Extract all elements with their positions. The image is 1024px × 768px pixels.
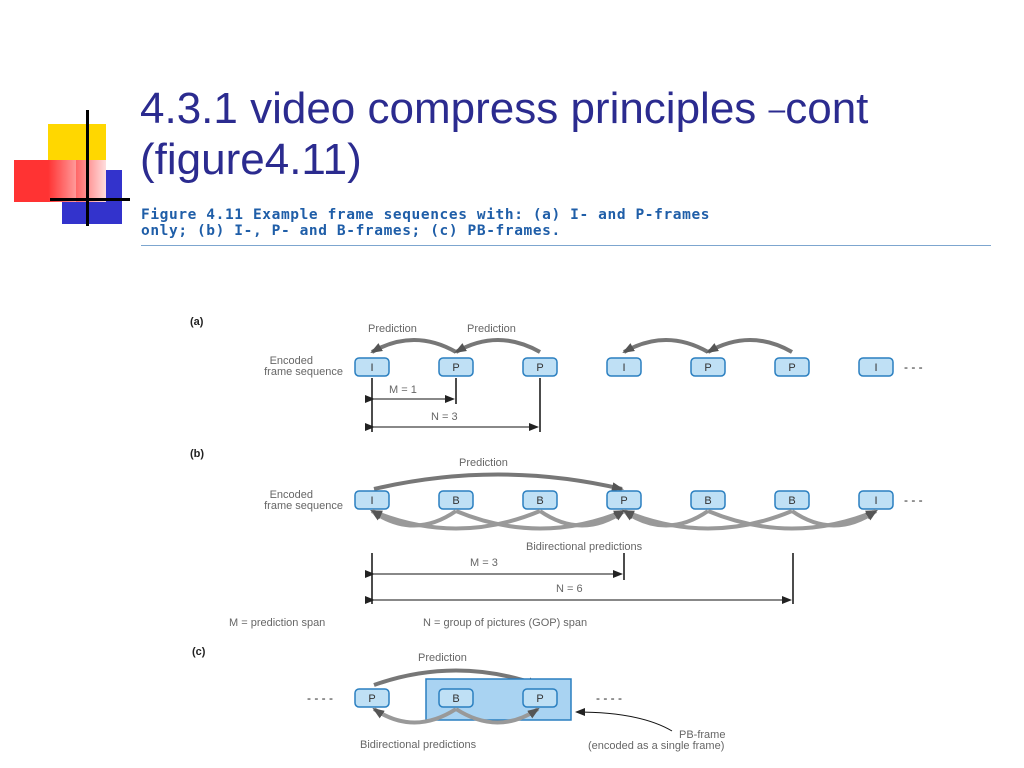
panel-a-frame: P — [438, 357, 474, 377]
panel-b-continuation: - - - — [904, 493, 923, 507]
panel-a-frame: P — [774, 357, 810, 377]
panel-b-frame-label: B — [452, 495, 459, 507]
panel-a-frame: P — [522, 357, 558, 377]
panel-a-frame-label: P — [704, 362, 711, 374]
panel-b-frame: P — [606, 490, 642, 510]
panel-b-bidir-arc — [622, 509, 793, 531]
panel-a-frame: I — [354, 357, 390, 377]
panel-b-prediction-arc — [373, 472, 624, 492]
panel-a-m-label: M = 1 — [389, 384, 417, 396]
panel-b-row-label-2: frame sequence — [264, 500, 343, 512]
panel-a-n-label: N = 3 — [431, 411, 458, 423]
panel-b-frame: I — [354, 490, 390, 510]
panel-b-bidir-arc — [538, 509, 626, 528]
panel-b-frame-label: B — [788, 495, 795, 507]
panel-b-frame: B — [438, 490, 474, 510]
panel-c-frame: P — [522, 688, 558, 708]
panel-a-frame: I — [858, 357, 894, 377]
panel-b-bidir-arc — [790, 509, 878, 528]
panel-c-bidir-arc — [372, 707, 458, 725]
legend-m: M = prediction span — [229, 617, 325, 629]
panel-a-continuation: - - - — [904, 360, 923, 374]
panel-b-bidir-arc — [455, 509, 626, 531]
caption-line-1: Figure 4.11 Example frame sequences with… — [141, 207, 711, 223]
panel-a-frame-label: I — [874, 362, 877, 374]
slide-title: 4.3.1 video compress principles –cont (fi… — [140, 84, 1000, 185]
panel-a-prediction-arc-2 — [454, 338, 541, 354]
panel-b-bidirectional-label: Bidirectional predictions — [526, 541, 643, 553]
panel-c-frame-label: B — [452, 693, 459, 705]
panel-c-frame-label: P — [536, 693, 543, 705]
caption-rule — [141, 245, 991, 246]
panel-b-frame-label: P — [620, 495, 627, 507]
panel-b-frame-label: I — [874, 495, 877, 507]
pb-frame-label: PB-frame — [679, 729, 725, 741]
panel-b-frame: I — [858, 490, 894, 510]
panel-a-frame-label: P — [536, 362, 543, 374]
panel-b-frame-label: I — [370, 495, 373, 507]
pb-frame-sublabel: (encoded as a single frame) — [588, 740, 724, 752]
panel-b-frame: B — [774, 490, 810, 510]
panel-a-prediction-label-2: Prediction — [467, 323, 516, 335]
deco-vertical-line — [86, 110, 89, 226]
panel-b-frame-label: B — [536, 495, 543, 507]
panel-a-row-label-2: frame sequence — [264, 366, 343, 378]
deco-red-square — [14, 160, 76, 202]
panel-a-frame-label: I — [622, 362, 625, 374]
panel-c-continuation-right: - - - - — [596, 691, 622, 705]
panel-a-frame-label: P — [788, 362, 795, 374]
panel-b-bidir-arc — [707, 509, 878, 531]
panel-a-frame-label: P — [452, 362, 459, 374]
deco-red-bar — [76, 160, 106, 202]
panel-a-prediction-label-1: Prediction — [368, 323, 417, 335]
panel-b-frame: B — [522, 490, 558, 510]
panel-a-row-label-1: Encoded — [270, 355, 313, 367]
panel-a-prediction-arc-1 — [370, 338, 457, 354]
title-line2: (figure4.11) — [140, 135, 362, 184]
pb-frame-pointer — [575, 708, 673, 732]
panel-a-tag: (a) — [190, 316, 204, 328]
panel-b-row-label-1: Encoded — [270, 489, 313, 501]
panel-c-prediction-label: Prediction — [418, 652, 467, 664]
figure-caption: Figure 4.11 Example frame sequences with… — [141, 207, 991, 239]
panel-c-frame: P — [354, 688, 390, 708]
panel-c-frame: B — [438, 688, 474, 708]
panel-b-bidir-arc — [370, 509, 541, 531]
panel-c-bidirectional-label: Bidirectional predictions — [360, 739, 477, 751]
panel-c-frame-label: P — [368, 693, 375, 705]
panel-a-prediction-arc-4 — [706, 338, 793, 354]
panel-a-frame: P — [690, 357, 726, 377]
panel-a-frame: I — [606, 357, 642, 377]
title-main: 4.3.1 video compress principles — [140, 84, 769, 133]
caption-line-2: only; (b) I-, P- and B-frames; (c) PB-fr… — [141, 223, 561, 239]
panel-b-m-label: M = 3 — [470, 557, 498, 569]
title-dash: – — [768, 93, 786, 126]
panel-a-prediction-arc-3 — [622, 338, 709, 354]
panel-a-frame-label: I — [370, 362, 373, 374]
panel-c-tag: (c) — [192, 646, 206, 658]
panel-b-frame-label: B — [704, 495, 711, 507]
legend-n: N = group of pictures (GOP) span — [423, 617, 587, 629]
panel-b-prediction-label: Prediction — [459, 457, 508, 469]
panel-c-bidir-arc — [454, 707, 540, 725]
panel-c-continuation-left: - - - - — [307, 691, 333, 705]
title-cont: cont — [785, 84, 869, 133]
panel-b-tag: (b) — [190, 448, 204, 460]
deco-horizontal-line — [50, 198, 130, 201]
panel-b-frame: B — [690, 490, 726, 510]
panel-b-n-label: N = 6 — [556, 583, 583, 595]
